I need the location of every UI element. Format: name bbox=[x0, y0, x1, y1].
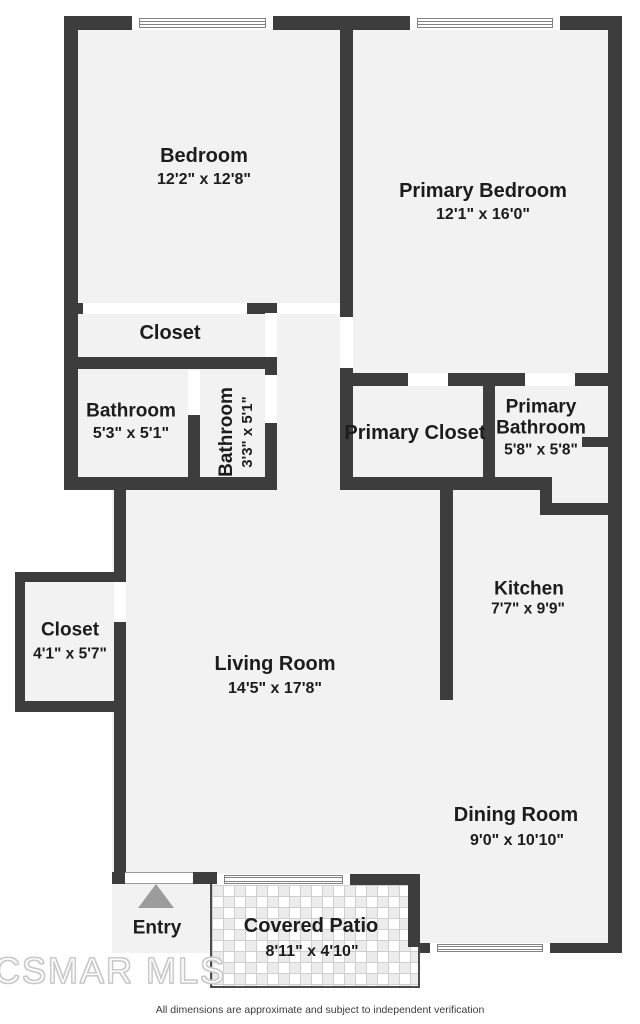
sliding-door bbox=[217, 874, 350, 885]
patio-tile-area bbox=[210, 874, 420, 988]
wall-segment bbox=[582, 437, 608, 447]
door-opening bbox=[277, 303, 340, 314]
wall-segment bbox=[340, 368, 353, 489]
covered-patio-dims: 8'11" x 4'10" bbox=[265, 943, 359, 960]
door-opening bbox=[265, 313, 277, 357]
door-opening bbox=[340, 317, 353, 368]
wall-segment bbox=[247, 303, 277, 314]
kitchen-label: Kitchen bbox=[494, 578, 564, 600]
wall-segment bbox=[193, 872, 217, 884]
entry-door-opening bbox=[125, 872, 193, 884]
wall-segment bbox=[265, 357, 277, 375]
wall-segment bbox=[15, 701, 126, 712]
small-bathroom-dims: 3'3" x 5'1" bbox=[239, 396, 256, 468]
wall-segment bbox=[575, 373, 608, 386]
wall-segment bbox=[340, 16, 353, 317]
wall-segment bbox=[353, 373, 408, 386]
entry-label: Entry bbox=[132, 917, 182, 939]
door-opening bbox=[525, 373, 575, 386]
primary-bedroom-dims: 12'1" x 16'0" bbox=[436, 206, 530, 223]
watermark: CSMAR MLS bbox=[0, 950, 227, 992]
window bbox=[132, 16, 273, 30]
small-bathroom-label: Bathroom 3'3" x 5'1" bbox=[215, 387, 257, 477]
wall-segment bbox=[543, 943, 608, 953]
wall-segment bbox=[350, 874, 420, 885]
wall-segment bbox=[483, 386, 495, 477]
lower-closet-dims: 4'1" x 5'7" bbox=[33, 645, 107, 663]
door-opening bbox=[83, 303, 247, 314]
wall-segment bbox=[448, 373, 525, 386]
window bbox=[430, 943, 550, 953]
entry-arrow-icon bbox=[138, 884, 174, 908]
wall-segment bbox=[440, 490, 453, 700]
primary-bathroom-name: Primary Bathroom bbox=[496, 396, 586, 439]
wall-segment bbox=[112, 872, 126, 884]
dining-room-dims: 9'0" x 10'10" bbox=[470, 832, 564, 849]
door-opening bbox=[188, 370, 200, 415]
wall-segment bbox=[552, 503, 608, 515]
wall-segment bbox=[188, 415, 200, 489]
small-bathroom-name: Bathroom bbox=[216, 387, 237, 477]
wall-segment bbox=[340, 477, 552, 490]
lower-closet-label: Closet bbox=[40, 619, 100, 641]
upper-closet-label: Closet bbox=[139, 322, 201, 344]
disclaimer-text: All dimensions are approximate and subje… bbox=[155, 1004, 485, 1016]
window bbox=[410, 16, 560, 30]
primary-closet-label: Primary Closet bbox=[344, 422, 486, 444]
living-room-dims: 14'5" x 17'8" bbox=[228, 680, 322, 697]
living-room-label: Living Room bbox=[214, 653, 336, 675]
wall-segment bbox=[64, 477, 277, 490]
wall-segment bbox=[15, 572, 114, 582]
kitchen-dims: 7'7" x 9'9" bbox=[491, 600, 565, 618]
bathroom-dims: 5'3" x 5'1" bbox=[92, 425, 170, 442]
wall-segment bbox=[64, 16, 78, 490]
covered-patio-label: Covered Patio bbox=[243, 915, 379, 937]
wall-segment bbox=[64, 357, 277, 369]
door-opening bbox=[408, 373, 448, 386]
floor-area bbox=[15, 572, 126, 712]
wall-segment bbox=[64, 303, 83, 314]
primary-bedroom-label: Primary Bedroom bbox=[399, 180, 567, 202]
wall-segment bbox=[540, 477, 552, 515]
wall-segment bbox=[15, 572, 25, 712]
wall-segment bbox=[408, 874, 420, 947]
bedroom-label: Bedroom bbox=[160, 145, 248, 167]
wall-segment bbox=[114, 622, 126, 872]
door-opening bbox=[114, 582, 126, 622]
bedroom-dims: 12'2" x 12'8" bbox=[157, 171, 251, 188]
dining-room-label: Dining Room bbox=[453, 804, 579, 826]
primary-bathroom-label: Primary Bathroom 5'8" x 5'8" bbox=[476, 396, 606, 458]
wall-segment bbox=[114, 477, 126, 582]
primary-bathroom-dims: 5'8" x 5'8" bbox=[504, 441, 578, 459]
bathroom-label: Bathroom bbox=[86, 400, 176, 422]
door-opening bbox=[265, 375, 277, 423]
wall-segment bbox=[265, 423, 277, 489]
wall-segment bbox=[608, 16, 622, 953]
wall-segment bbox=[420, 943, 437, 953]
